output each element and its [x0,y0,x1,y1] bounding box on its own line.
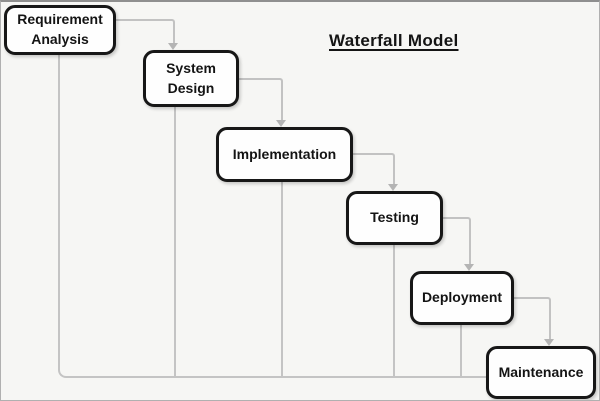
feedback-line-implementation-to-maintenance [281,182,283,376]
node-label: Maintenance [498,363,584,380]
feedback-line-testing-to-maintenance [393,245,395,376]
connector-design-to-implementation [239,78,283,120]
down-arrowhead-icon [544,339,554,346]
node-label: Deployment [421,289,503,306]
feedback-line-design-to-maintenance [174,107,176,376]
node-label: System Design [166,59,216,96]
node-maintenance: Maintenance [486,346,596,399]
node-label: Implementation [232,145,337,162]
down-arrowhead-icon [388,184,398,191]
node-label: Requirement Analysis [17,11,103,47]
connector-implementation-to-testing [353,153,395,184]
feedback-line-requirement-to-maintenance [58,55,486,378]
node-label: Testing [370,209,419,226]
node-deployment: Deployment [410,271,514,325]
connector-deployment-to-maintenance [514,297,551,339]
connector-testing-to-deployment [443,217,471,264]
down-arrowhead-icon [464,264,474,271]
node-testing: Testing [346,191,443,245]
node-requirement-analysis: Requirement Analysis [4,5,116,55]
down-arrowhead-icon [168,43,178,50]
node-system-design: System Design [143,50,239,107]
node-implementation: Implementation [216,127,353,182]
diagram-title: Waterfall Model [329,31,459,50]
feedback-line-deployment-to-maintenance [460,325,462,376]
connector-requirement-to-design [116,19,175,43]
down-arrowhead-icon [276,120,286,127]
